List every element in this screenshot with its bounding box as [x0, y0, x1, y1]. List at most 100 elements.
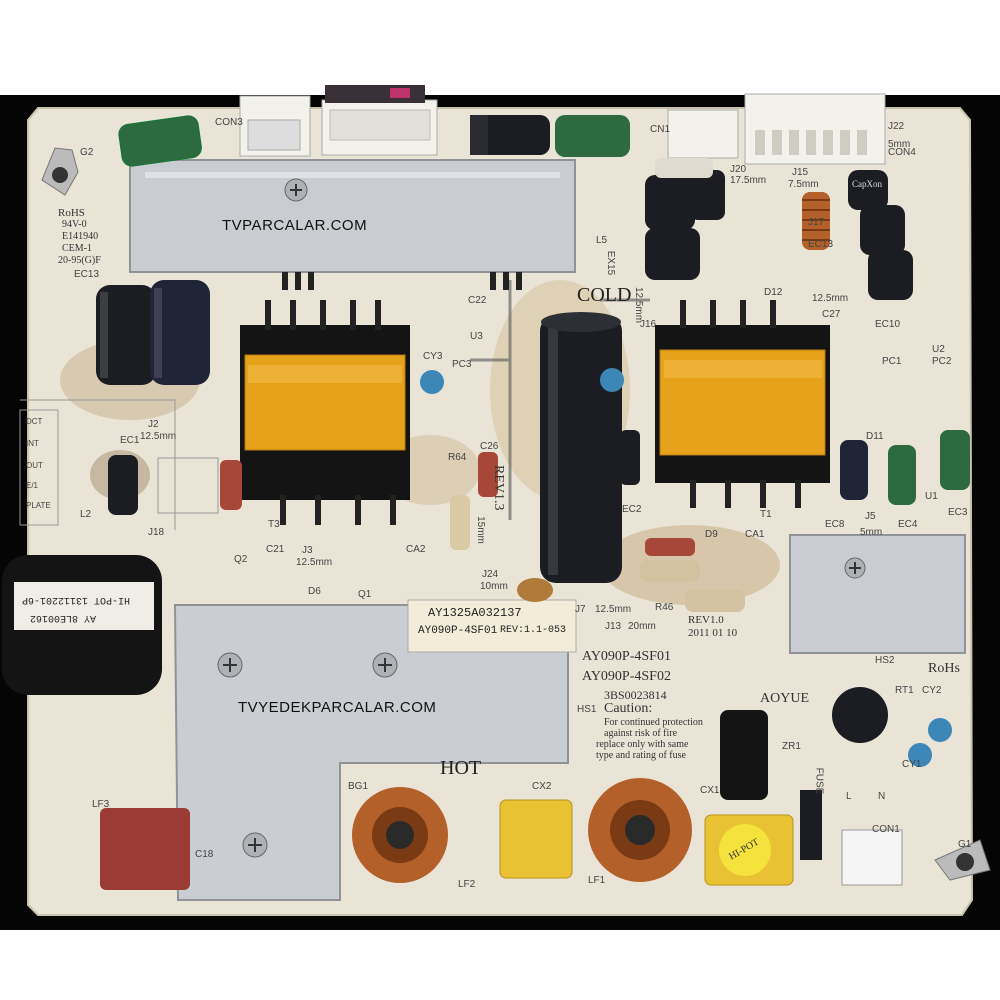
capacitor-black-top — [470, 115, 550, 155]
heatsink-hs2 — [789, 534, 966, 654]
capacitors-right-cluster — [108, 170, 970, 515]
ref-d11: D11 — [866, 431, 884, 442]
label-caution-3: replace only with same — [596, 739, 689, 750]
ref-r46: R46 — [655, 602, 674, 613]
ref-fuse: FUSE — [813, 767, 825, 795]
ref-t3: T3 — [268, 519, 280, 530]
connector-con1 — [841, 829, 903, 886]
ref-ca1: CA1 — [745, 529, 765, 540]
ref-ec3: EC3 — [948, 507, 968, 518]
ref-ec1: EC1 — [120, 435, 140, 446]
ref-j5: J5 — [865, 511, 876, 522]
label-model-1: AY090P-4SF01 — [582, 649, 671, 664]
label-caution-4: type and rating of fuse — [596, 750, 686, 761]
label-ul-2: E141940 — [62, 231, 99, 242]
ref-t1: T1 — [760, 509, 772, 520]
ref-mm-175: 17.5mm — [730, 175, 767, 186]
ref-u1: U1 — [925, 491, 938, 502]
ref-j24: J24 — [482, 569, 499, 580]
table-r1: DCT — [26, 417, 43, 426]
ref-d12: D12 — [764, 287, 783, 298]
label-model-2: AY090P-4SF02 — [582, 669, 671, 684]
ref-j2: J2 — [148, 419, 159, 430]
sticker-serial: AY1325A032137 — [428, 606, 522, 620]
coil-label-2: HI-POT 13112201-6P — [22, 594, 131, 605]
ref-cy3: CY3 — [423, 351, 443, 362]
ref-hs1: HS1 — [577, 704, 597, 715]
film-capacitor-red — [100, 808, 190, 890]
table-r5: PLATE — [26, 501, 51, 510]
ref-q1: Q1 — [358, 589, 372, 600]
ref-ec10: EC10 — [875, 319, 901, 330]
ref-u3: U3 — [470, 331, 483, 342]
resistors — [220, 158, 745, 612]
ref-mm-20: 20mm — [628, 621, 656, 632]
heatsink-bottom — [173, 599, 577, 901]
ref-j13: J13 — [605, 621, 622, 632]
ref-l5: L5 — [596, 235, 608, 246]
watermark-middle: TVYEDEKPARCALAR.COM — [238, 699, 437, 716]
capacitor-brown-disc — [517, 578, 553, 602]
ref-c21: C21 — [266, 544, 285, 555]
ref-cy1: CY1 — [902, 759, 922, 770]
ref-j17: J17 — [808, 217, 825, 228]
ref-mm-75: 7.5mm — [788, 179, 819, 190]
ref-cx2: CX2 — [532, 781, 552, 792]
label-caution-2: against risk of fire — [604, 728, 678, 739]
capacitor-left-1 — [96, 285, 156, 385]
table-r4: E/1 — [26, 481, 39, 490]
ref-u2: U2 — [932, 344, 945, 355]
connector-con3 — [239, 95, 311, 157]
zr1-component — [720, 710, 768, 800]
ref-hs2: HS2 — [875, 655, 895, 666]
ref-cy2: CY2 — [922, 685, 942, 696]
ref-j20: J20 — [730, 164, 747, 175]
label-rev-date: 2011 01 10 — [688, 627, 738, 639]
ref-lf3: LF3 — [92, 799, 110, 810]
coil-label-1: AY 8LE00162 — [30, 612, 97, 623]
ref-bg1: BG1 — [348, 781, 369, 792]
label-rev-board: REV1.0 — [688, 614, 724, 626]
ref-mm-125-j2: 12.5mm — [140, 431, 177, 442]
ref-ex15: EX15 — [605, 250, 617, 276]
label-part-no: 3BS0023814 — [604, 688, 667, 702]
inductor-orange — [802, 192, 830, 250]
ref-d9: D9 — [705, 529, 718, 540]
label-cold: COLD — [577, 284, 632, 306]
ref-g1: G1 — [958, 839, 972, 850]
ref-d6: D6 — [308, 586, 321, 597]
capacitor-green-top — [555, 115, 630, 157]
thermistor-rt1 — [832, 687, 888, 743]
label-ul-1: 94V-0 — [62, 219, 87, 230]
ref-c27: C27 — [822, 309, 841, 320]
connector-con4 — [744, 93, 886, 165]
capacitor-left-2 — [150, 280, 210, 385]
ref-j22: J22 — [888, 121, 905, 132]
ref-pc3: PC3 — [452, 359, 472, 370]
bulk-capacitor-center — [540, 312, 622, 583]
ref-j15: J15 — [792, 167, 809, 178]
ref-ec4: EC4 — [898, 519, 918, 530]
ref-mm-125-c: 12.5mm — [595, 604, 632, 615]
ref-cn1: CN1 — [650, 124, 671, 135]
x-capacitor-cx1 — [704, 814, 794, 886]
ref-c26: C26 — [480, 441, 499, 452]
ref-q2: Q2 — [234, 554, 248, 565]
x-capacitor-cx2 — [499, 799, 573, 879]
ref-zr1: ZR1 — [782, 741, 801, 752]
label-caution-1: For continued protection — [604, 717, 703, 728]
ref-n-mark: N — [878, 791, 886, 802]
ref-ec12: EC13 — [808, 239, 834, 250]
transformer-t1 — [655, 300, 830, 508]
ref-mm-125-b: 12.5mm — [812, 293, 849, 304]
sticker-model: AY090P-4SF01 — [418, 625, 498, 637]
fuse — [800, 790, 822, 860]
heatsink-hs1-top — [129, 159, 576, 290]
watermark-top: TVPARCALAR.COM — [222, 217, 368, 234]
ref-g2: G2 — [80, 147, 94, 158]
label-rohs-left: RoHS — [58, 207, 85, 219]
capacitor-green-top-left — [118, 115, 202, 167]
label-rev-vertical: REV1.3 — [491, 465, 506, 511]
ref-con1: CON1 — [872, 824, 900, 835]
ref-ec8: EC8 — [825, 519, 845, 530]
